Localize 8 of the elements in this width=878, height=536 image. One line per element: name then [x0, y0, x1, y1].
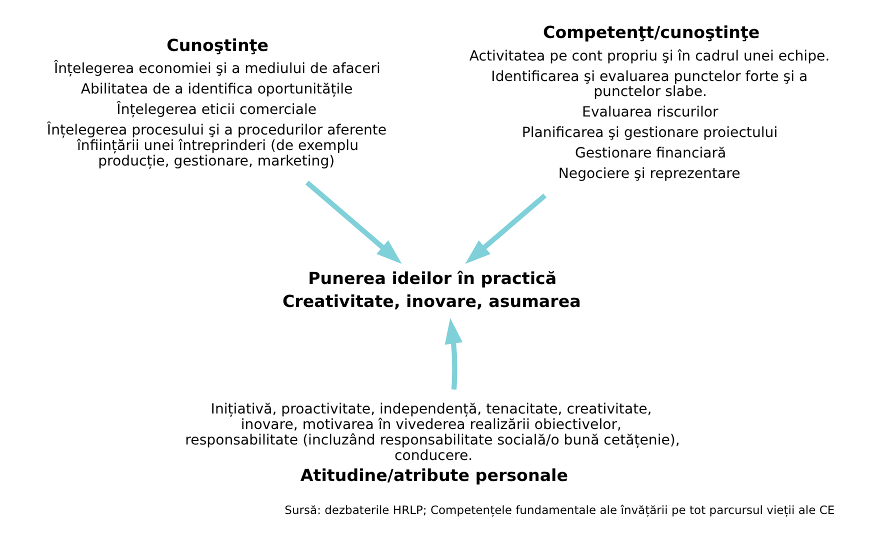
arrow — [444, 318, 463, 390]
arrow — [305, 180, 402, 264]
arrow — [465, 194, 547, 264]
node-text: Punerea ideilor în practică Creativitate, inovare, asumarea — [282, 268, 581, 311]
node-text: Competenţt/cunoştinţe Activitatea pe cont propriu şi în cadrul unei echipe. Identificarea şi evaluarea punctelor forte şi a punctelor slabe. Evaluarea riscurilor Planificarea şi gestionare proiectului Gestionare financiară Negociere şi reprezentare — [469, 23, 830, 182]
caption: Sursă: dezbaterile HRLP; Competențele fundamentale ale învățării pe tot parcursul vieții ale CE — [284, 503, 835, 518]
node-text: Inițiativă, proactivitate, independență, tenacitate, creativitate, inovare, motivarea în vivederea realizării obiectivelor, responsabilitate (incluzând responsabilitate socială/o bună cetățenie), conducere. Atitudine/atribute personale — [185, 402, 680, 486]
node-text: Cunoştinţe Înțelegerea economiei şi a mediului de afaceri Abilitatea de a identifica oportunitățile Înțelegerea eticii comerciale Înțelegerea procesului şi a procedurilor aferente înființării unei întreprinderi (de exemplu producție, gestionare, marketing) — [46, 36, 387, 170]
